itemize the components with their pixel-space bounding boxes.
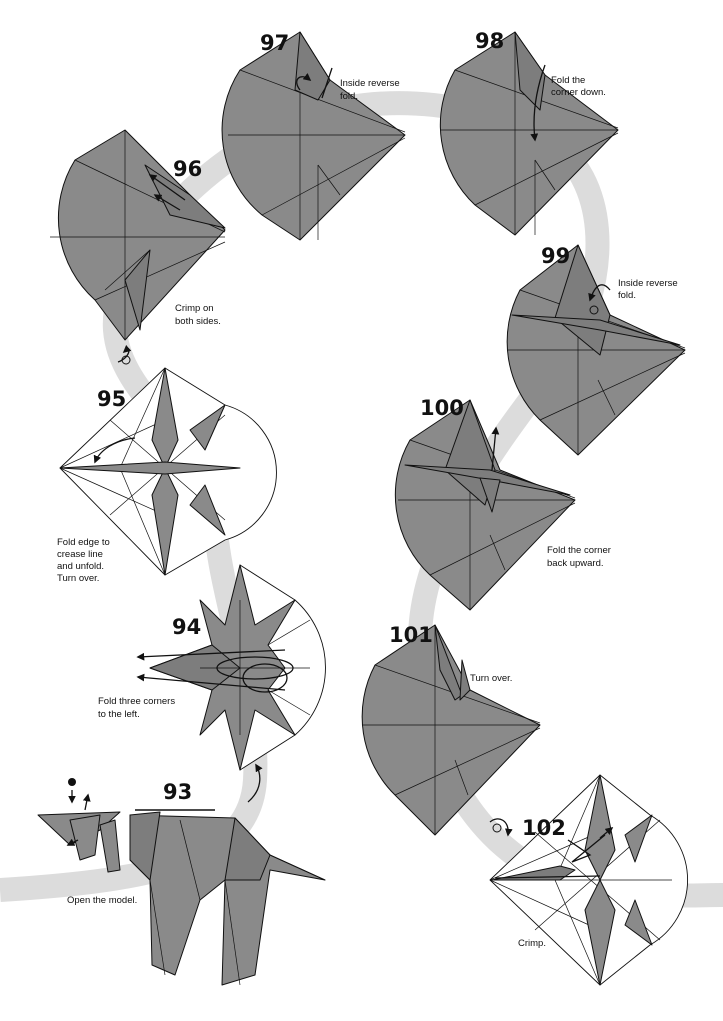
step-98-caption-line1: Fold the (551, 75, 585, 86)
step-99-diagram (506, 244, 686, 456)
step-100-diagram (394, 399, 576, 611)
step-96-number: 96 (173, 157, 202, 181)
step-99-number: 99 (541, 244, 570, 268)
step-94-diagram (136, 564, 326, 771)
turn-over-icon (489, 818, 513, 837)
step-102-number: 102 (522, 816, 566, 840)
step-98-number: 98 (475, 29, 504, 53)
step-97-number: 97 (260, 31, 289, 55)
step-101-diagram (361, 624, 541, 836)
step-94-caption-line1: Fold three corners (98, 696, 175, 707)
step-101-caption: Turn over. (470, 673, 512, 684)
step-100-caption-line1: Fold the corner (547, 545, 611, 556)
step-96-diagram (50, 129, 226, 341)
step-101-number: 101 (389, 623, 433, 647)
step-100-number: 100 (420, 396, 464, 420)
step-95-caption-line1: Fold edge to (57, 537, 110, 548)
step-97-diagram (221, 31, 406, 241)
step-98-caption-line2: corner down. (551, 87, 606, 98)
step-96-caption-line1: Crimp on (175, 303, 214, 314)
step-99-caption-line2: fold. (618, 290, 636, 301)
step-93-inset (37, 778, 121, 873)
step-95-number: 95 (97, 387, 126, 411)
step-95-diagram (59, 367, 277, 576)
step-102-caption: Crimp. (518, 938, 546, 949)
step-97-caption-line1: Inside reverse (340, 78, 400, 89)
step-94-number: 94 (172, 615, 201, 639)
step-99-caption-line1: Inside reverse (618, 278, 678, 289)
step-95-caption-line2: crease line (57, 549, 103, 560)
turn-over-icon (117, 344, 132, 365)
step-98-diagram (439, 31, 619, 236)
step-94-caption-line2: to the left. (98, 709, 140, 720)
step-96-caption-line2: both sides. (175, 316, 221, 327)
step-93-diagram (37, 763, 326, 986)
step-93-number: 93 (163, 780, 192, 804)
step-93-caption: Open the model. (67, 895, 137, 906)
step-97-caption-line2: fold. (340, 91, 358, 102)
step-102-diagram (489, 774, 689, 986)
step-95-caption-line3: and unfold. (57, 561, 104, 572)
step-100-caption-line2: back upward. (547, 558, 604, 569)
step-95-caption-line4: Turn over. (57, 573, 99, 584)
